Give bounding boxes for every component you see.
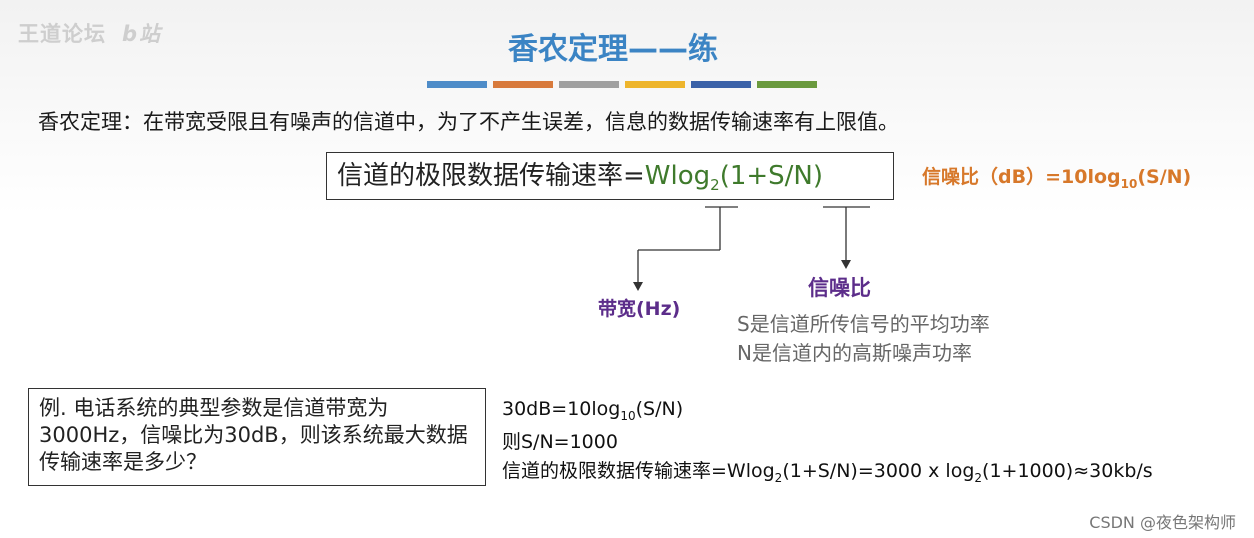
color-bar <box>691 81 751 88</box>
solution-step-3: 信道的极限数据传输速率=Wlog2(1+S/N)=3000 x log2(1+1… <box>502 460 1153 485</box>
color-bar <box>625 81 685 88</box>
shannon-definition: 香农定理：在带宽受限且有噪声的信道中，为了不产生误差，信息的数据传输速率有上限值… <box>38 110 899 134</box>
signal-power-description: S是信道所传信号的平均功率 <box>737 312 990 336</box>
slide-title: 香农定理——练 <box>508 32 718 67</box>
color-bar <box>559 81 619 88</box>
formula-prefix: 信道的极限数据传输速率= <box>337 161 645 191</box>
example-question-box: 例. 电话系统的典型参数是信道带宽为3000Hz，信噪比为30dB，则该系统最大… <box>28 388 486 486</box>
shannon-formula-box: 信道的极限数据传输速率=Wlog2(1+S/N) <box>326 152 894 200</box>
arrow-head-icon <box>841 260 851 269</box>
watermark-site-name: 王道论坛 <box>18 22 106 46</box>
noise-power-description: N是信道内的高斯噪声功率 <box>737 341 972 365</box>
color-bar <box>427 81 487 88</box>
color-bar <box>493 81 553 88</box>
solution-step-1: 30dB=10log10(S/N) <box>502 398 684 423</box>
arrow-head-icon <box>633 282 643 291</box>
color-bar-strip <box>427 81 817 88</box>
watermark-logo: 王道论坛 b站 <box>18 18 162 48</box>
snr-db-formula: 信噪比（dB）=10log10(S/N) <box>922 166 1192 191</box>
example-question-text: 例. 电话系统的典型参数是信道带宽为3000Hz，信噪比为30dB，则该系统最大… <box>39 396 468 474</box>
formula-expression: Wlog2(1+S/N) <box>644 161 824 195</box>
bandwidth-label: 带宽(Hz) <box>598 298 681 320</box>
snr-label: 信噪比 <box>808 276 871 300</box>
watermark-handwritten-mark: b站 <box>122 22 163 46</box>
author-credit: CSDN @夜色架构师 <box>1089 513 1236 532</box>
solution-step-2: 则S/N=1000 <box>502 431 618 453</box>
color-bar <box>757 81 817 88</box>
